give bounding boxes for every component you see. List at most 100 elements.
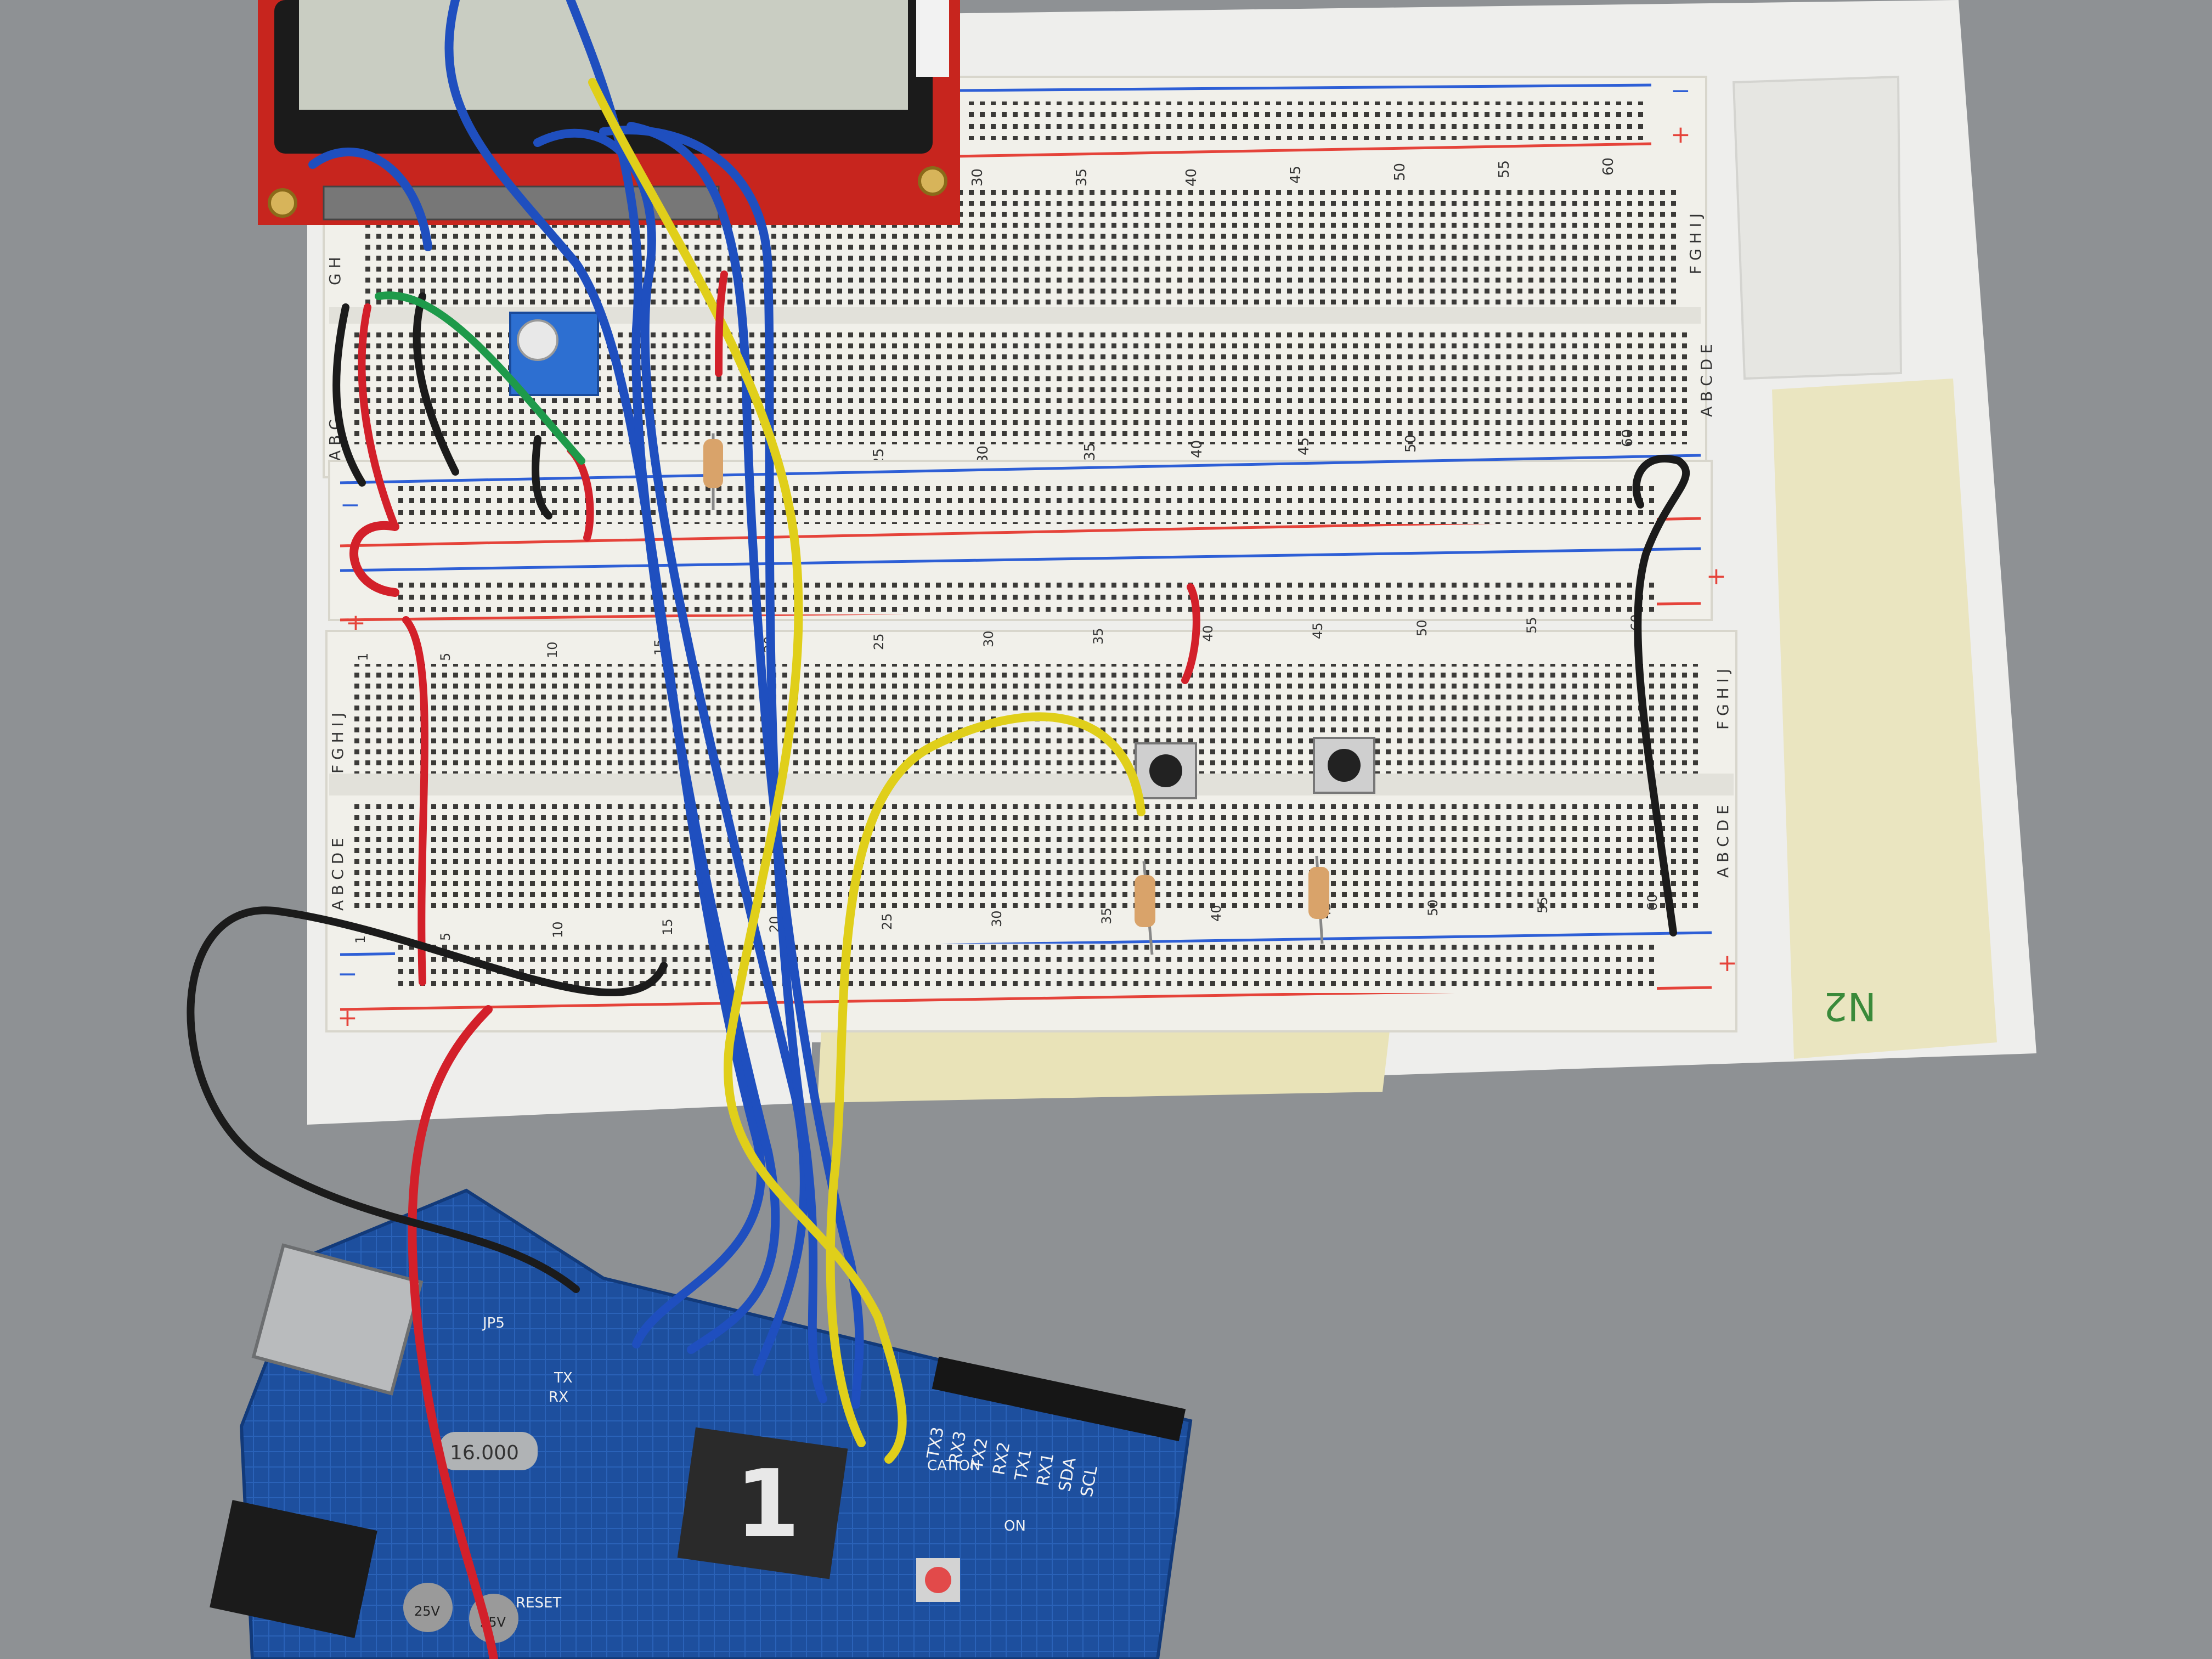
row-letters-left-top: F G H I J bbox=[329, 713, 347, 774]
wire-black bbox=[332, 303, 366, 487]
pot-knob bbox=[517, 319, 558, 361]
col-num: 1 bbox=[353, 935, 368, 944]
row-letters-left-top: G H bbox=[326, 257, 344, 285]
rail-minus-label: − bbox=[340, 491, 360, 519]
wire-blue bbox=[566, 0, 780, 1354]
col-num: 10 bbox=[550, 921, 566, 938]
col-num: 30 bbox=[989, 910, 1005, 927]
breadboard-upper: − + G H A B C F G H I J A B C D E 30 35 … bbox=[323, 76, 1716, 478]
mount-hole bbox=[268, 188, 297, 218]
col-num: 25 bbox=[879, 913, 895, 930]
pin-header bbox=[932, 1356, 1186, 1442]
rail-minus-label: − bbox=[337, 960, 358, 988]
power-jack bbox=[210, 1500, 377, 1638]
resistor-body bbox=[1308, 867, 1329, 919]
arduino-board: 16.000 1 TX3 RX3 TX2 RX2 TX1 RX1 SDA SCL… bbox=[210, 1188, 1193, 1659]
usb-connector bbox=[251, 1243, 424, 1396]
row-letters-right-bottom: A B C D E bbox=[1697, 344, 1716, 417]
col-num: 50 bbox=[1403, 435, 1419, 453]
col-num: 50 bbox=[1414, 619, 1430, 636]
wire-black bbox=[413, 292, 459, 476]
col-num: 55 bbox=[1535, 896, 1550, 913]
label-caution: CATION bbox=[927, 1458, 980, 1474]
rail-holes bbox=[395, 486, 1657, 524]
rail-plus-label: + bbox=[1717, 949, 1737, 977]
row-letters-right-top: F G H I J bbox=[1714, 669, 1732, 730]
row-letters-left-bottom: A B C D E bbox=[329, 838, 347, 911]
wire-red bbox=[402, 616, 428, 986]
potentiometer bbox=[509, 312, 599, 396]
crystal-label: 16.000 bbox=[450, 1442, 519, 1464]
resistors bbox=[703, 433, 1329, 955]
wire-black bbox=[187, 906, 668, 1293]
center-channel bbox=[329, 774, 1734, 795]
col-num: 45 bbox=[1296, 437, 1312, 455]
col-num: 40 bbox=[1209, 905, 1224, 922]
button-cap bbox=[1149, 754, 1182, 787]
col-num: 35 bbox=[1082, 443, 1098, 461]
arduino-pcb bbox=[239, 1188, 1193, 1659]
label-tx: TX bbox=[554, 1370, 573, 1386]
wire-black bbox=[1632, 455, 1690, 936]
column-numbers-lower-bottom: 1 5 10 15 20 25 30 35 40 45 50 55 60 bbox=[353, 894, 1660, 944]
row-letters-right-top: F G H I J bbox=[1686, 213, 1705, 274]
tape-right bbox=[1772, 379, 1997, 1059]
power-rails-middle: − + + bbox=[328, 454, 1726, 637]
column-numbers-lower-top: 1 5 10 15 20 25 30 35 40 45 50 55 60 bbox=[356, 614, 1644, 661]
col-num: 60 bbox=[1645, 894, 1660, 911]
col-num: 35 bbox=[1091, 628, 1106, 645]
col-num: 35 bbox=[1074, 168, 1090, 187]
wire-red bbox=[715, 270, 728, 377]
wire-yellow bbox=[588, 78, 907, 1464]
col-num: 55 bbox=[1524, 617, 1539, 634]
wire-red bbox=[349, 521, 399, 597]
col-num: 25 bbox=[871, 633, 887, 650]
rail-plus-label: + bbox=[337, 1004, 358, 1032]
crystal bbox=[439, 1432, 538, 1470]
hole-grid-lower-bottom bbox=[351, 798, 1701, 911]
col-num: 30 bbox=[969, 168, 986, 187]
label-jp5: JP5 bbox=[482, 1315, 505, 1331]
col-num: 40 bbox=[1189, 440, 1205, 458]
col-num: 15 bbox=[660, 918, 675, 935]
col-num: 45 bbox=[1288, 166, 1304, 184]
wire-blue bbox=[627, 122, 864, 1409]
col-num: 35 bbox=[1099, 907, 1114, 924]
rail-blue-line bbox=[340, 454, 1701, 484]
wire-red bbox=[408, 1005, 498, 1659]
button-cap bbox=[1328, 749, 1361, 782]
wire-green bbox=[375, 291, 585, 465]
col-num: 45 bbox=[1310, 622, 1325, 639]
row-letters-right-bottom: A B C D E bbox=[1714, 805, 1732, 878]
col-num: 40 bbox=[1200, 625, 1216, 642]
push-button-1 bbox=[1135, 742, 1197, 799]
lcd-module bbox=[258, 0, 960, 225]
chip-logo-icon: 1 bbox=[735, 1450, 800, 1559]
lcd-frame bbox=[916, 0, 949, 77]
rail-plus-label: + bbox=[1671, 121, 1691, 149]
board-labels: TX RX ON RESET CATION JP5 bbox=[482, 1315, 1026, 1611]
rail-holes bbox=[395, 944, 1657, 993]
button-body bbox=[1313, 737, 1375, 794]
col-num: 40 bbox=[1183, 168, 1200, 187]
col-num: 1 bbox=[356, 653, 371, 661]
push-button-2 bbox=[1313, 737, 1375, 794]
col-num: 60 bbox=[1620, 429, 1636, 447]
wire-yellow bbox=[826, 712, 1146, 1447]
wires bbox=[187, 0, 1690, 1659]
reset-button-cap bbox=[925, 1567, 951, 1593]
col-num: 5 bbox=[438, 933, 453, 941]
col-num: 30 bbox=[981, 630, 996, 647]
rail-blue-line bbox=[340, 547, 1701, 572]
resistor-body bbox=[1135, 875, 1155, 927]
col-num: 60 bbox=[1600, 157, 1617, 176]
rail-red-line bbox=[954, 142, 1652, 158]
handwritten-note: N2 bbox=[1823, 984, 1876, 1029]
rail-blue-line bbox=[954, 83, 1652, 92]
col-num: 50 bbox=[1425, 899, 1441, 916]
tape-top-right bbox=[1732, 75, 1903, 380]
mcu-chip bbox=[677, 1427, 848, 1579]
col-num: 50 bbox=[1392, 163, 1408, 181]
wire-blue bbox=[599, 126, 827, 1403]
